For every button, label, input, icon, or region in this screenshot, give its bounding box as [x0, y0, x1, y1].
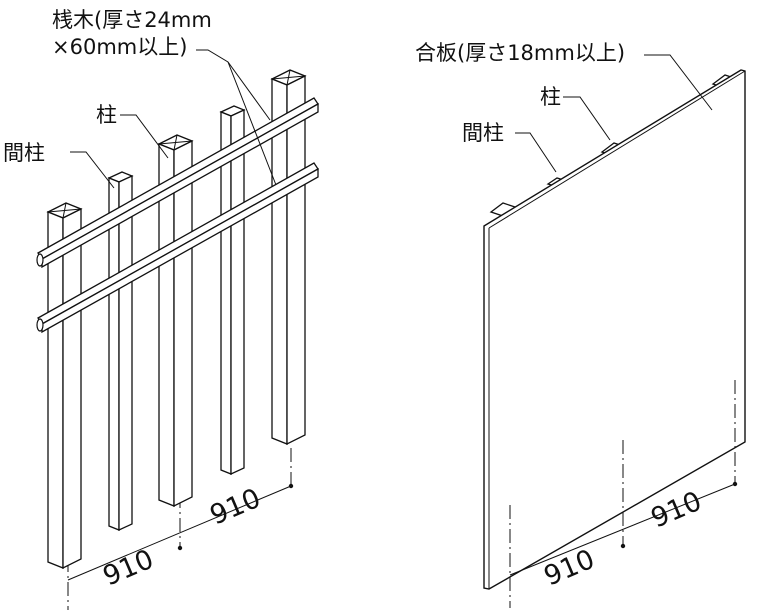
left-dim-910-a: 910 [99, 544, 159, 593]
left-framing: 桟木(厚さ24mm ×60mm以上) 柱 間柱 910 910 [3, 8, 319, 610]
post-2 [157, 134, 194, 508]
stud-label-left: 間柱 [3, 141, 45, 165]
pillar-label-right: 柱 [540, 85, 561, 109]
left-leaders [70, 49, 277, 189]
right-dimension-guides [509, 380, 738, 608]
left-dim-910-b: 910 [206, 483, 266, 532]
batten-lower [36, 162, 319, 334]
plywood-label: 合板(厚さ18mm以上) [415, 41, 625, 65]
plywood-panel [483, 69, 746, 590]
right-plywood: 合板(厚さ18mm以上) 柱 間柱 910 910 [415, 41, 746, 608]
stud-label-right: 間柱 [462, 121, 504, 145]
post-3 [270, 69, 307, 446]
left-dim-line [67, 485, 292, 581]
right-leaders [515, 54, 713, 173]
pillar-label-left: 柱 [96, 103, 117, 127]
stud-2 [219, 105, 246, 476]
stud-1 [107, 171, 134, 532]
batten-upper [36, 97, 319, 269]
right-dim-line [509, 483, 736, 576]
batten-label-line2: ×60mm以上) [52, 35, 187, 59]
batten-label-line1: 桟木(厚さ24mm [52, 8, 212, 32]
post-1 [46, 202, 83, 570]
